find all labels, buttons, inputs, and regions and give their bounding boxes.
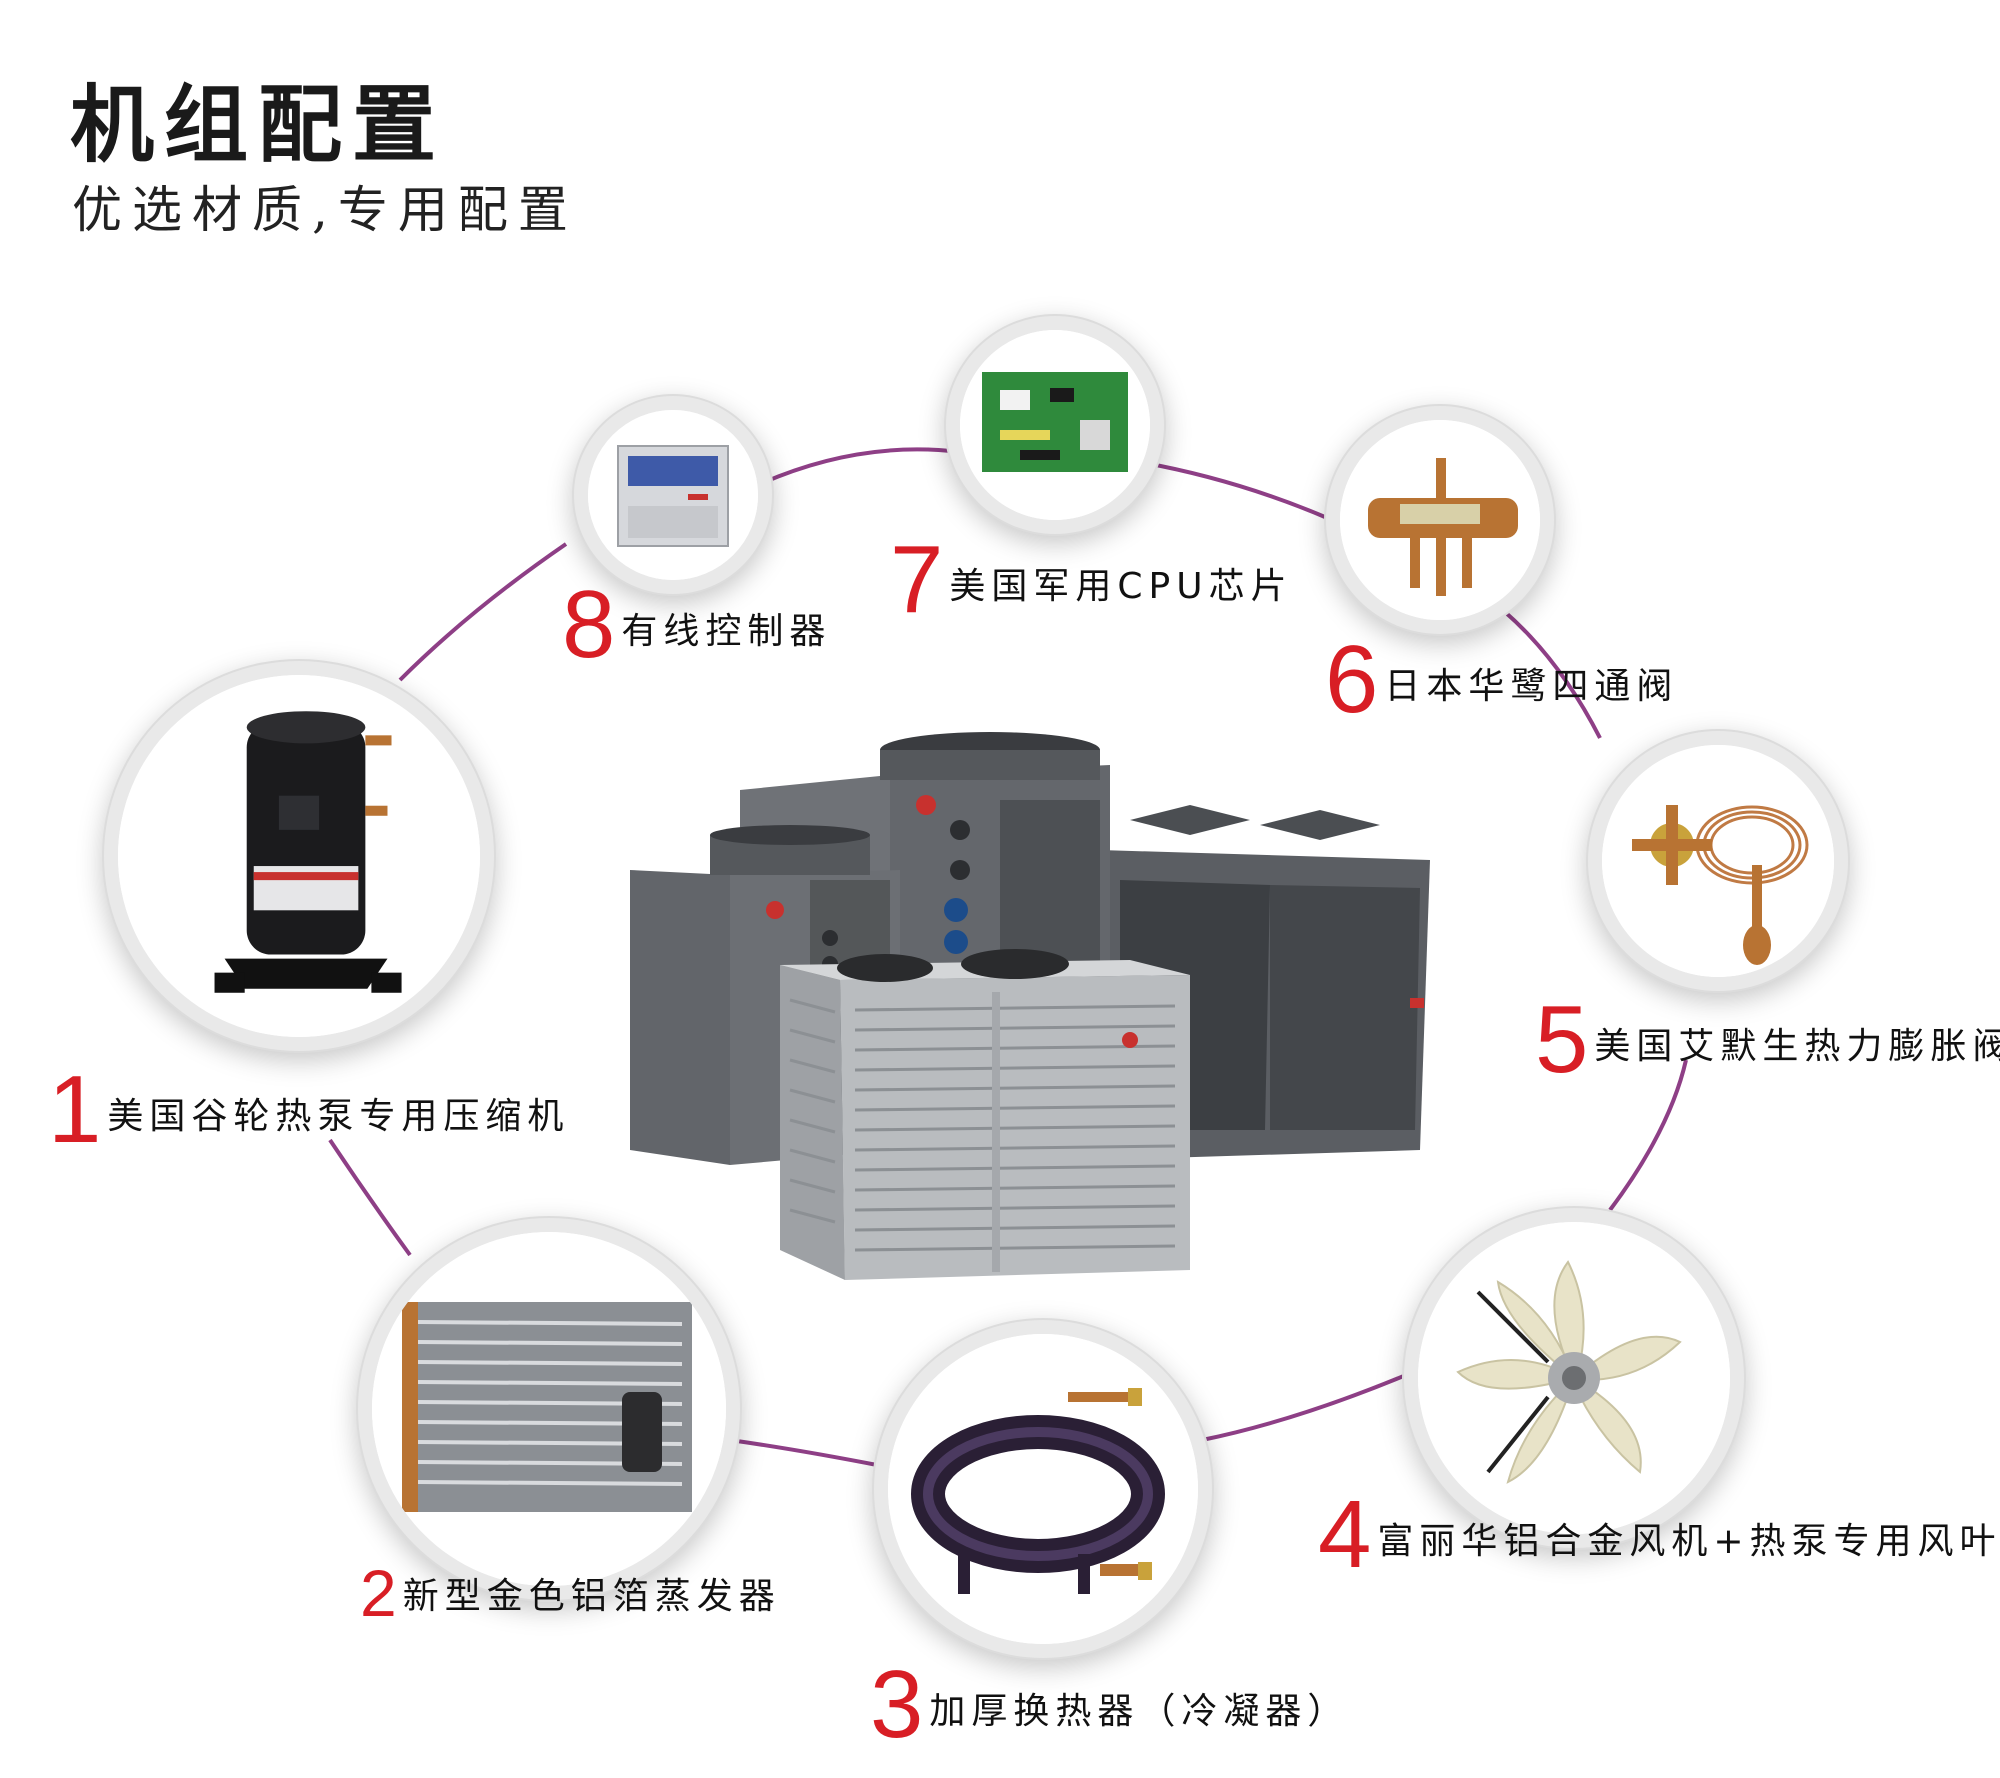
wired-controller-node [588,410,758,580]
page-title: 机组配置 [70,76,447,174]
component-number-2: 2 [360,1556,397,1630]
component-text-2: 新型金色铝箔蒸发器 [402,1576,781,1617]
component-text-4: 富丽华铝合金风机+热泵专用风叶 [1377,1521,2000,1562]
component-text-7: 美国军用CPU芯片 [949,566,1293,607]
component-number-6: 6 [1325,626,1379,733]
ring-arc-3-2 [729,1438,883,1468]
expansion-valve-node [1602,745,1834,977]
fan-node [1418,1222,1730,1534]
fan-blade-icon [1418,1222,1730,1534]
component-text-6: 日本华鹭四通阀 [1384,666,1679,707]
cpu-board-node [960,330,1150,520]
ring-arc-1-8 [398,542,568,682]
component-number-1: 1 [48,1056,102,1163]
four-way-valve-node [1340,420,1540,620]
component-text-1: 美国谷轮热泵专用压缩机 [107,1096,570,1137]
wired-controller-icon [588,410,758,580]
ring-arc-7-6 [1139,460,1333,522]
compressor-node [118,675,480,1037]
expansion-valve-icon [1602,745,1834,977]
page-subtitle: 优选材质,专用配置 [72,181,578,239]
ring-arc-5-4 [1608,1059,1688,1212]
component-number-4: 4 [1318,1481,1372,1588]
evaporator-icon [372,1232,726,1586]
ring-arc-2-1 [328,1138,412,1257]
ring-arc-8-7 [759,447,961,486]
component-number-5: 5 [1535,986,1589,1093]
component-number-7: 7 [890,526,944,633]
four-way-valve-icon [1340,420,1540,620]
heat-pump-units-image [630,732,1430,1280]
component-text-5: 美国艾默生热力膨胀阀 [1594,1026,2000,1067]
heat-exchanger-icon [888,1334,1198,1644]
evaporator-node [372,1232,726,1586]
component-text-3: 加厚换热器（冷凝器） [929,1691,1350,1732]
component-number-8: 8 [562,571,616,678]
ring-arc-4-3 [1201,1368,1419,1442]
compressor-icon [118,675,480,1037]
heat-exchanger-node [888,1334,1198,1644]
component-number-3: 3 [870,1651,924,1758]
component-text-8: 有线控制器 [621,611,832,652]
cpu-board-icon [960,330,1150,520]
ring-arc-6-5 [1503,610,1602,739]
